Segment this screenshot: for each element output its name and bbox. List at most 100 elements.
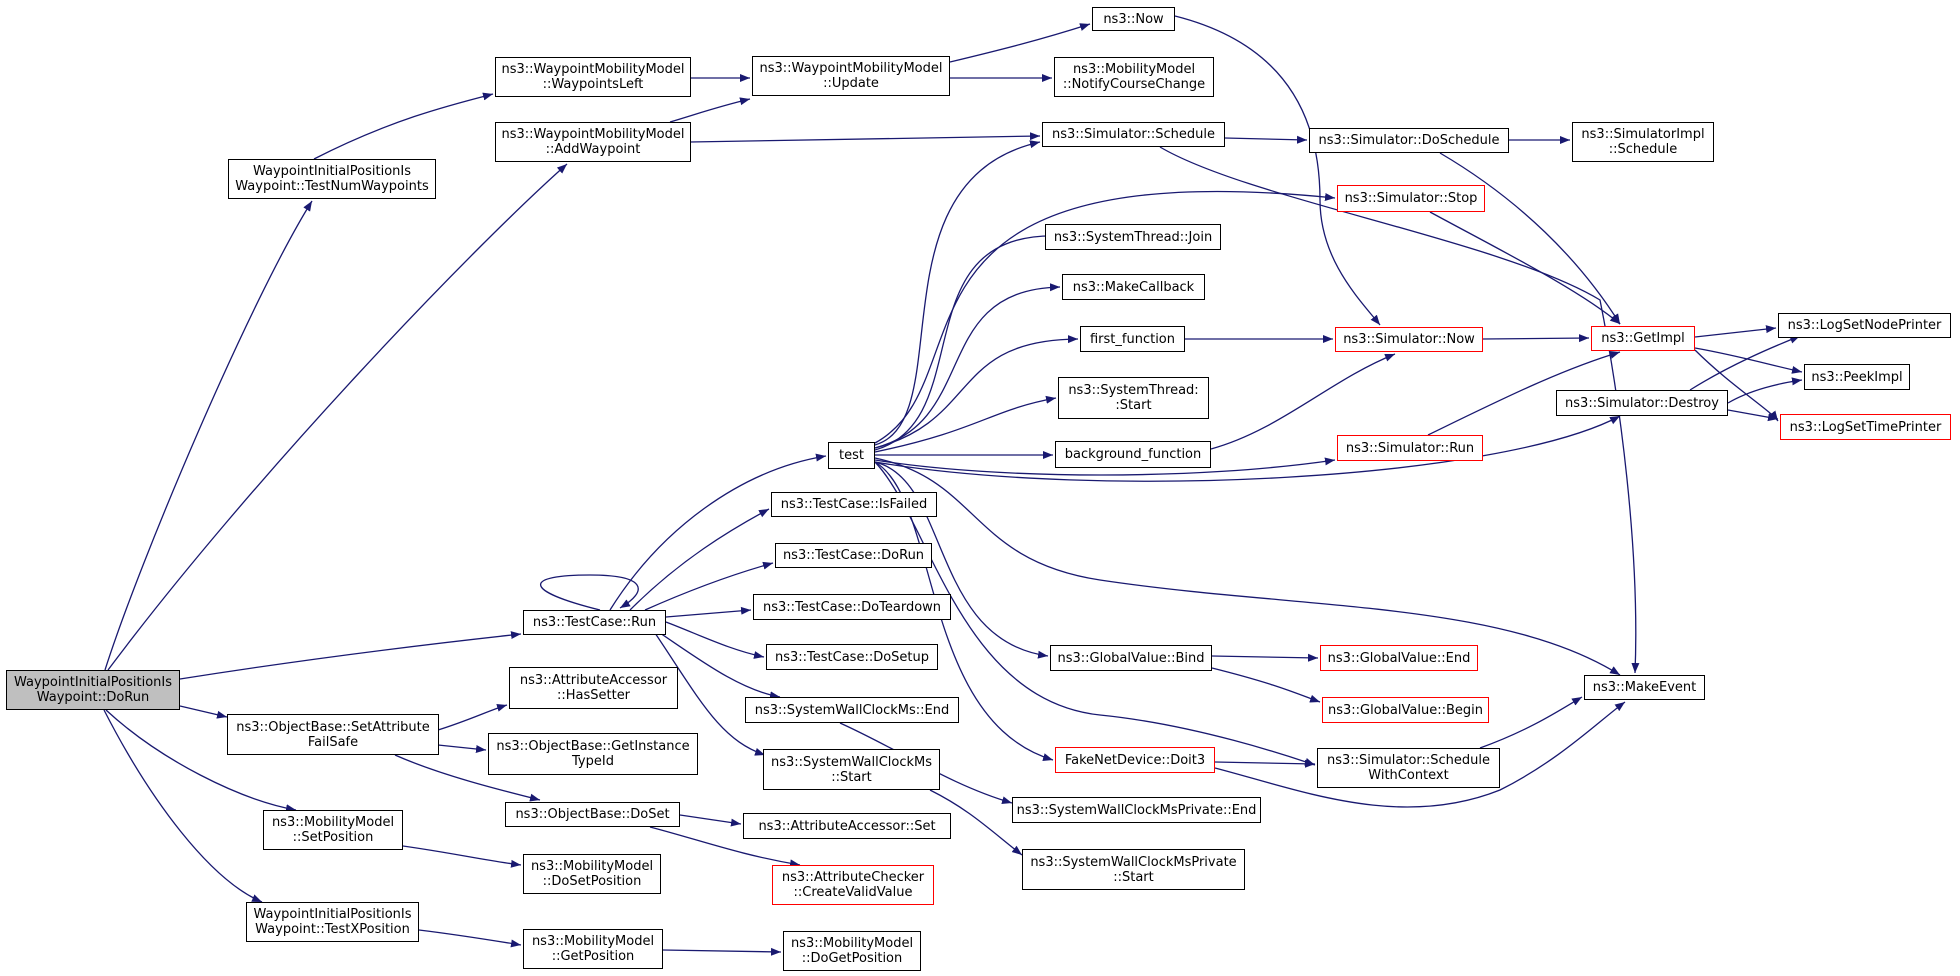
- call-edge: [540, 574, 639, 611]
- node-peekimpl[interactable]: ns3::PeekImpl: [1804, 364, 1910, 390]
- node-label-line: ns3::SystemWallClockMs: [770, 754, 933, 770]
- call-edge: [665, 621, 765, 659]
- node-simulator-doschedule[interactable]: ns3::Simulator::DoSchedule: [1309, 128, 1509, 153]
- node-label-line: ::HasSetter: [556, 688, 631, 703]
- node-label-line: ns3::WaypointMobilityModel: [501, 127, 685, 142]
- node-simulator-destroy[interactable]: ns3::Simulator::Destroy: [1556, 390, 1728, 416]
- node-label-line: ns3::Simulator::Stop: [1344, 191, 1478, 206]
- node-label-line: ::Start: [831, 769, 872, 785]
- node-globalvalue-bind[interactable]: ns3::GlobalValue::Bind: [1050, 645, 1212, 671]
- node-label-line: Waypoint::TestXPosition: [255, 922, 410, 937]
- node-checker-create-valid-value[interactable]: ns3::AttributeChecker::CreateValidValue: [772, 865, 934, 905]
- node-simulator-schedule[interactable]: ns3::Simulator::Schedule: [1042, 122, 1225, 147]
- node-systemwallclock-start[interactable]: ns3::SystemWallClockMs::Start: [763, 749, 940, 790]
- call-edge: [644, 561, 774, 611]
- node-simulator-stop[interactable]: ns3::Simulator::Stop: [1337, 185, 1485, 212]
- node-wmm-update[interactable]: ns3::WaypointMobilityModel::Update: [752, 56, 950, 96]
- node-label-line: ns3::SystemThread::Join: [1053, 229, 1213, 245]
- call-edge: [1694, 347, 1803, 374]
- node-label-line: ::AddWaypoint: [545, 142, 641, 157]
- call-edge: [689, 132, 1041, 143]
- node-testcase-run[interactable]: ns3::TestCase::Run: [523, 610, 666, 635]
- call-edge: [669, 97, 751, 123]
- node-systemthread-join[interactable]: ns3::SystemThread::Join: [1045, 224, 1221, 250]
- node-mobility-getposition[interactable]: ns3::MobilityModel::GetPosition: [523, 929, 663, 969]
- node-testcase-doteardown[interactable]: ns3::TestCase::DoTeardown: [753, 594, 951, 620]
- node-waypoints-left[interactable]: ns3::WaypointMobilityModel::WaypointsLef…: [495, 57, 691, 97]
- node-label-line: ::WaypointsLeft: [542, 77, 644, 92]
- node-log-set-time-printer[interactable]: ns3::LogSetTimePrinter: [1780, 414, 1951, 440]
- node-label-line: ns3::Simulator::Schedule: [1326, 753, 1491, 768]
- node-background-function[interactable]: background_function: [1055, 441, 1211, 468]
- call-edge: [1429, 211, 1621, 325]
- node-label-line: ::GetPosition: [551, 949, 635, 964]
- call-edge: [1211, 653, 1319, 662]
- node-wallclock-private-end[interactable]: ns3::SystemWallClockMsPrivate::End: [1012, 797, 1261, 823]
- node-log-set-node-printer[interactable]: ns3::LogSetNodePrinter: [1778, 313, 1951, 338]
- node-label-line: WaypointInitialPositionIs: [13, 675, 173, 690]
- node-label-line: Waypoint::TestNumWaypoints: [235, 179, 429, 194]
- node-label-line: ns3::GetImpl: [1601, 331, 1685, 346]
- node-simulator-run[interactable]: ns3::Simulator::Run: [1337, 435, 1483, 461]
- call-edge: [1174, 15, 1381, 326]
- node-now[interactable]: ns3::Now: [1092, 7, 1175, 31]
- call-edge: [874, 335, 1079, 449]
- node-label-line: FakeNetDevice::Doit3: [1064, 752, 1206, 768]
- node-wallclock-private-start[interactable]: ns3::SystemWallClockMsPrivate::Start: [1022, 849, 1245, 890]
- node-label-line: ns3::TestCase::IsFailed: [780, 497, 928, 512]
- call-edge: [679, 814, 742, 827]
- node-systemthread-start[interactable]: ns3::SystemThread::Start: [1058, 377, 1209, 419]
- node-add-waypoint[interactable]: ns3::WaypointMobilityModel::AddWaypoint: [495, 122, 691, 162]
- call-edge: [874, 190, 1336, 444]
- node-mobility-dogetposition[interactable]: ns3::MobilityModel::DoGetPosition: [783, 931, 921, 971]
- node-make-event[interactable]: ns3::MakeEvent: [1584, 675, 1705, 700]
- node-test[interactable]: test: [828, 442, 875, 469]
- node-simulatorimpl-schedule[interactable]: ns3::SimulatorImpl::Schedule: [1572, 122, 1714, 162]
- node-label-line: ns3::WaypointMobilityModel: [501, 62, 685, 77]
- node-label-line: ns3::MobilityModel: [1072, 62, 1196, 77]
- node-accessor-hassetter[interactable]: ns3::AttributeAccessor::HasSetter: [509, 667, 678, 709]
- node-notify-course-change[interactable]: ns3::MobilityModel::NotifyCourseChange: [1054, 57, 1214, 97]
- call-edge: [874, 457, 1336, 476]
- call-edge: [394, 754, 541, 802]
- node-first-function[interactable]: first_function: [1080, 326, 1185, 352]
- node-mobility-dosetposition[interactable]: ns3::MobilityModel::DoSetPosition: [523, 854, 661, 894]
- call-edge: [313, 92, 494, 160]
- node-globalvalue-end[interactable]: ns3::GlobalValue::End: [1320, 645, 1478, 671]
- node-make-callback[interactable]: ns3::MakeCallback: [1062, 274, 1205, 300]
- node-mobility-setposition[interactable]: ns3::MobilityModel::SetPosition: [263, 810, 403, 850]
- call-edge: [659, 632, 781, 700]
- node-fakenetdevice-doit3[interactable]: FakeNetDevice::Doit3: [1055, 747, 1215, 773]
- call-edge: [1727, 377, 1803, 404]
- node-objectbase-doset[interactable]: ns3::ObjectBase::DoSet: [505, 802, 680, 827]
- node-globalvalue-begin[interactable]: ns3::GlobalValue::Begin: [1322, 697, 1489, 723]
- call-edge: [874, 461, 1316, 766]
- node-label-line: ns3::Simulator::Now: [1343, 332, 1475, 347]
- node-label-line: ns3::MobilityModel: [530, 859, 654, 874]
- node-label-line: ::CreateValidValue: [793, 885, 913, 900]
- call-edge: [1214, 701, 1626, 808]
- node-label-line: ns3::GlobalValue::End: [1327, 650, 1471, 666]
- call-edge: [103, 709, 263, 903]
- call-edge: [949, 23, 1091, 63]
- node-testcase-dorun[interactable]: ns3::TestCase::DoRun: [775, 543, 932, 568]
- call-edge: [1727, 409, 1779, 422]
- node-label-line: ns3::SystemWallClockMsPrivate: [1030, 854, 1237, 870]
- node-testcase-dosetup[interactable]: ns3::TestCase::DoSetup: [766, 644, 938, 670]
- node-getimpl[interactable]: ns3::GetImpl: [1591, 326, 1695, 351]
- node-label-line: ns3::MobilityModel: [531, 934, 655, 949]
- node-accessor-set[interactable]: ns3::AttributeAccessor::Set: [743, 813, 951, 839]
- node-testcase-isfailed[interactable]: ns3::TestCase::IsFailed: [771, 492, 937, 517]
- node-simulator-now[interactable]: ns3::Simulator::Now: [1335, 327, 1483, 352]
- node-label-line: ::NotifyCourseChange: [1062, 77, 1206, 92]
- call-edge: [649, 826, 801, 868]
- node-label-line: ::SetPosition: [292, 830, 374, 845]
- node-systemwallclock-end[interactable]: ns3::SystemWallClockMs::End: [745, 697, 959, 723]
- node-label-line: ns3::SystemWallClockMsPrivate::End: [1016, 802, 1257, 818]
